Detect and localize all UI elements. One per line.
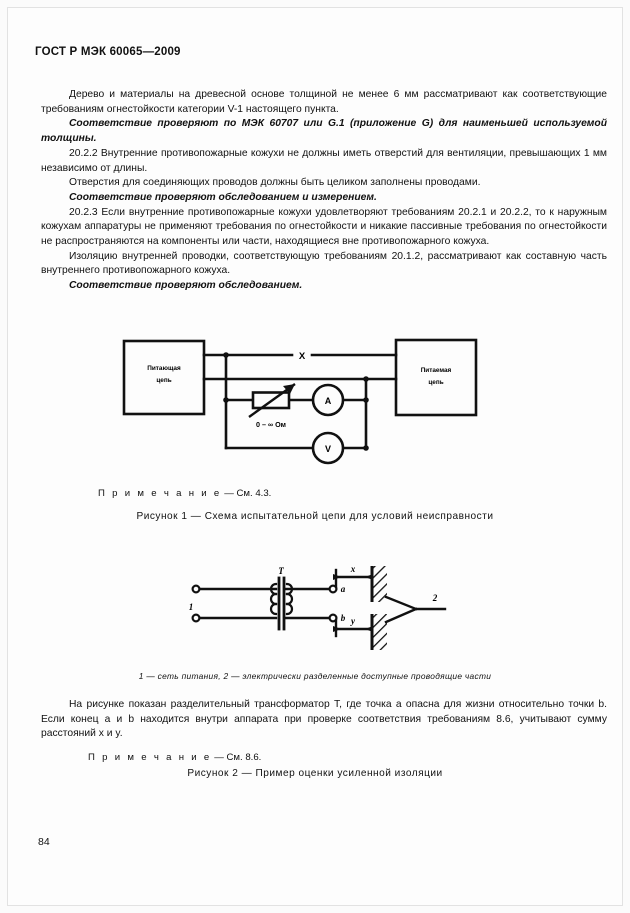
point-a-label: a xyxy=(341,584,346,594)
junction-dot xyxy=(223,397,229,403)
conductive-parts-label: 2 xyxy=(432,593,438,603)
paragraph: Соответствие проверяют по МЭК 60707 или … xyxy=(41,118,607,145)
voltmeter-symbol xyxy=(311,431,345,465)
break-point-label: X xyxy=(299,351,306,362)
supply-circuit-label-line2: цепь xyxy=(156,377,171,384)
paragraph: 20.2.2 Внутренние противопожарные кожухи… xyxy=(41,147,607,174)
mains-label: 1 xyxy=(189,602,194,612)
terminal-a xyxy=(328,584,338,594)
resistor-value-label: 0 – ∞ Ом xyxy=(256,420,286,429)
body-text-block-lower: На рисунке показан разделительный трансф… xyxy=(41,698,607,742)
figure-2-caption: Рисунок 2 — Пример оценки усиленной изол… xyxy=(187,768,443,779)
supply-circuit-label-line1: Питающая xyxy=(147,365,181,372)
distance-y-label: y xyxy=(350,616,356,626)
page-header-standard-number: ГОСТ Р МЭК 60065—2009 xyxy=(35,46,181,58)
powered-circuit-label-line1: Питаемая xyxy=(421,367,452,374)
ammeter-symbol xyxy=(311,383,345,417)
dimension-arrow-left-x xyxy=(333,574,341,580)
ammeter-label: A xyxy=(325,396,332,406)
junction-dot xyxy=(363,376,369,382)
terminal-b xyxy=(328,613,338,623)
junction-dot xyxy=(363,397,369,403)
figure-2-legend: 1 — сеть питания, 2 — электрически разде… xyxy=(138,671,492,681)
junction-dot xyxy=(223,352,229,358)
note-text: — См. 8.6. xyxy=(214,752,262,763)
powered-circuit-box xyxy=(394,338,478,417)
figure-2-transformer-diagram: 1 T a b x y 2 xyxy=(8,556,630,661)
junction-dot xyxy=(363,445,369,451)
paragraph: 20.2.3 Если внутренние противопожарные к… xyxy=(41,206,607,248)
powered-circuit-label-line2: цепь xyxy=(428,379,443,386)
input-terminal-top xyxy=(191,584,201,594)
figure-1-circuit-diagram: Питающая цепь Питаемая цепь X 0 – ∞ Ом A… xyxy=(8,328,630,478)
supply-circuit-box xyxy=(122,339,206,416)
figure-2-note: П р и м е ч а н и е — См. 8.6. xyxy=(88,752,261,763)
resistor-arrow-head xyxy=(283,384,295,394)
dimension-arrow-left-y xyxy=(333,626,341,632)
accessible-conductive-part-upper xyxy=(370,566,387,602)
note-text: — См. 4.3. xyxy=(224,488,272,499)
paragraph: Соответствие проверяют обследованием. xyxy=(69,280,303,292)
accessible-conductive-part-lower xyxy=(370,614,387,650)
paragraph: Изоляцию внутренней проводки, соответств… xyxy=(41,250,607,277)
note-label: П р и м е ч а н и е xyxy=(88,752,212,763)
figure-1-note: П р и м е ч а н и е — См. 4.3. xyxy=(98,488,271,499)
paragraph: Соответствие проверяют обследованием и и… xyxy=(69,191,377,203)
page-number: 84 xyxy=(38,836,50,848)
paragraph: Отверстия для соединяющих проводов должн… xyxy=(69,177,481,189)
paragraph: Дерево и материалы на древесной основе т… xyxy=(41,89,607,115)
note-label: П р и м е ч а н и е xyxy=(98,488,222,499)
voltmeter-label: V xyxy=(325,444,331,454)
transformer-label: T xyxy=(278,566,284,576)
body-text-block-upper: Дерево и материалы на древесной основе т… xyxy=(41,88,607,294)
distance-x-label: x xyxy=(350,564,356,574)
point-b-label: b xyxy=(341,613,346,623)
paragraph: На рисунке показан разделительный трансф… xyxy=(41,699,607,740)
page-sheet: ГОСТ Р МЭК 60065—2009 Дерево и материалы… xyxy=(8,8,622,905)
figure-1-caption: Рисунок 1 — Схема испытательной цепи для… xyxy=(136,511,494,522)
input-terminal-bottom xyxy=(191,613,201,623)
